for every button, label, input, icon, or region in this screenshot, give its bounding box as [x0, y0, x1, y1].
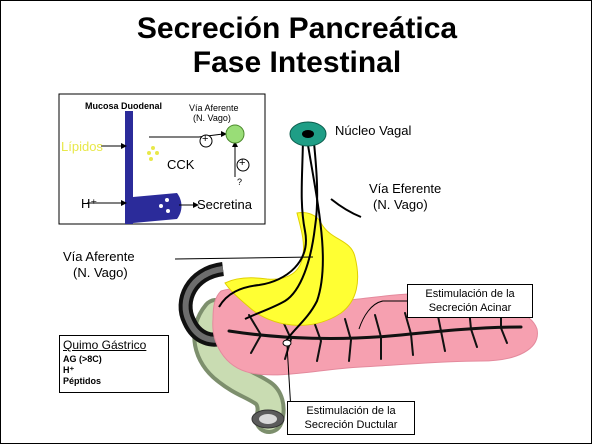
inset-via-aferente-1: Vía Aferente — [189, 103, 239, 113]
inset-panel — [58, 93, 266, 225]
ductular-secretion-box: Estimulación de la Secreción Ductular — [287, 401, 415, 435]
question-mark: ? — [237, 177, 243, 187]
acinar-box-line-2: Secreción Acinar — [428, 302, 512, 314]
quimo-item-ag: AG (>8C) — [63, 354, 102, 364]
stomach — [224, 212, 359, 326]
title-line-1: Secreción Pancreática — [136, 12, 458, 45]
hplus-label: H⁺ — [81, 196, 98, 211]
via-aferente-label-2: (N. Vago) — [73, 265, 128, 280]
via-eferente-label-1: Vía Eferente — [369, 181, 442, 196]
title-line-2: Fase Intestinal — [192, 46, 402, 79]
nucleo-vagal-label: Núcleo Vagal — [335, 123, 412, 138]
quimo-gastrico-box: Quimo Gástrico AG (>8C) H⁺ Péptidos — [59, 335, 169, 393]
quimo-item-hplus: H⁺ — [63, 365, 75, 375]
ductular-box-line-2: Secreción Ductular — [304, 419, 398, 431]
lipidos-label: Lípidos — [61, 139, 103, 154]
acinar-secretion-box: Estimulación de la Secreción Acinar — [407, 284, 533, 318]
plus-sign-2: + — [239, 157, 246, 169]
quimo-title: Quimo Gástrico — [63, 338, 147, 352]
via-eferente-label-2: (N. Vago) — [373, 197, 428, 212]
quimo-item-peptidos: Péptidos — [63, 376, 102, 386]
ductular-box-line-1: Estimulación de la — [306, 405, 396, 417]
nerve-ending-icon — [282, 339, 292, 347]
acinar-box-line-1: Estimulación de la — [425, 288, 515, 300]
inset-via-aferente-2: (N. Vago) — [193, 113, 231, 123]
cck-label: CCK — [167, 157, 195, 172]
plus-sign-1: + — [202, 133, 209, 145]
duodenum-intestine — [178, 262, 286, 434]
afferent-receptor-icon — [225, 124, 245, 144]
mucosa-label: Mucosa Duodenal — [85, 101, 163, 111]
via-aferente-label-1: Vía Aferente — [63, 249, 135, 264]
secretina-label: Secretina — [197, 197, 252, 212]
